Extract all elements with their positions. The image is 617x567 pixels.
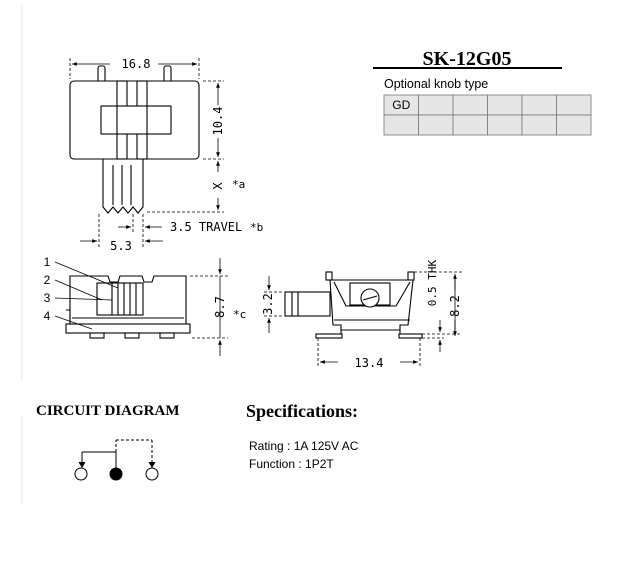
side-view-callout-4: 4 [44, 309, 51, 323]
circuit-terminal-common [109, 467, 123, 481]
optional-knob-table: GD [383, 94, 592, 136]
top-view-travel-note: *b [250, 221, 263, 234]
top-view-travel-label: 3.5 TRAVEL [170, 220, 242, 234]
side-view-callout-1: 1 [44, 255, 51, 269]
circuit-diagram-title: CIRCUIT DIAGRAM [36, 403, 179, 419]
knob-table-cell [452, 114, 488, 136]
end-view-drawing [284, 271, 423, 339]
knob-table-cell [556, 94, 592, 116]
knob-table-cell [418, 114, 454, 136]
end-view-height-dimension [414, 271, 462, 352]
part-number-title: SK-12G05 [423, 48, 512, 70]
optional-knob-label: Optional knob type [384, 77, 488, 91]
circuit-terminal-left [74, 467, 88, 481]
side-view-callout-3: 3 [44, 291, 51, 305]
end-view-height-label: 8.2 [448, 295, 462, 317]
end-view-thk-label: 0.5 THK [426, 259, 439, 306]
circuit-diagram [78, 439, 156, 468]
top-view-height-dimension [203, 80, 224, 160]
side-view-drawing [65, 275, 191, 339]
knob-table-cell-label: GD [392, 98, 410, 112]
knob-table-cell [521, 114, 557, 136]
top-view-knob-offset-label: 5.3 [110, 239, 132, 253]
top-view-width-label: 16.8 [122, 57, 151, 71]
end-view-knob-dimension [264, 276, 283, 333]
top-view-x-note: *a [232, 178, 245, 191]
top-view-height-label: 10.4 [211, 107, 225, 136]
top-view-drawing [69, 65, 200, 214]
top-view-knob-offset-dimension [80, 214, 163, 247]
specifications-rating: Rating : 1A 125V AC [249, 439, 359, 453]
top-view-x-dimension [147, 161, 224, 213]
top-view-width-dimension [69, 58, 200, 79]
knob-table-cell [452, 94, 488, 116]
end-view-width-dimension [317, 338, 421, 368]
knob-table-cell [487, 94, 523, 116]
top-view-x-label: X [211, 182, 225, 190]
end-view-knob-label: 3.2 [261, 293, 275, 315]
specifications-function: Function : 1P2T [249, 457, 334, 471]
specifications-title: Specifications: [246, 401, 358, 421]
knob-table-cell [521, 94, 557, 116]
side-view-height-note: *c [233, 308, 246, 321]
knob-table-cell [487, 114, 523, 136]
knob-table-cell [556, 114, 592, 136]
side-view-callout-2: 2 [44, 273, 51, 287]
side-view-callout-lines [54, 261, 119, 330]
circuit-terminal-right [145, 467, 159, 481]
side-view-height-label: 8.7 [213, 296, 227, 318]
side-view-height-dimension [190, 258, 228, 356]
knob-table-cell [383, 114, 419, 136]
end-view-width-label: 13.4 [355, 356, 384, 370]
knob-table-cell [418, 94, 454, 116]
